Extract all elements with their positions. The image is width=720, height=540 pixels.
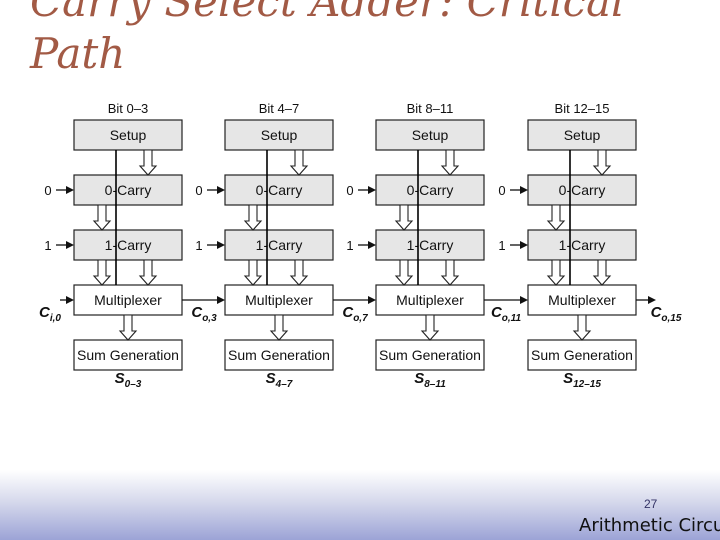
carry1-to-mux-arrow-left <box>546 259 566 286</box>
carry0-to-carry1-arrow <box>546 204 566 231</box>
setup-to-carry0-arrow <box>592 149 612 176</box>
carry0-label: 0-Carry <box>559 182 606 198</box>
carry0-label: 0-Carry <box>407 182 454 198</box>
footer-band <box>0 470 720 540</box>
mux-label: Multiplexer <box>94 292 162 308</box>
carry1-to-mux-arrow-left <box>243 259 263 286</box>
carry1-to-mux-arrow-right <box>289 259 309 286</box>
mux-label: Multiplexer <box>245 292 313 308</box>
bit-range-label: Bit 12–15 <box>555 101 610 116</box>
carry-input-zero-arrow-head <box>217 186 225 194</box>
carry-input-zero: 0 <box>346 183 353 198</box>
carry-signal-label: Co,7 <box>342 304 368 324</box>
carry-input-one-arrow-head <box>217 241 225 249</box>
mux-to-sumgen-arrow <box>118 314 138 341</box>
slide-title-line-1: Carry Select Adder: Critical <box>30 0 625 26</box>
carry-signal-label: Co,11 <box>491 304 522 324</box>
carry1-block <box>224 229 334 261</box>
setup-to-carry0-arrow <box>289 149 309 176</box>
carry-input-one: 1 <box>44 238 51 253</box>
carry0-to-carry1-arrow <box>243 204 263 231</box>
carry1-label: 1-Carry <box>407 237 454 253</box>
carry-input-zero: 0 <box>44 183 51 198</box>
carry-chain-arrow-head <box>520 296 528 304</box>
setup-block <box>73 119 183 151</box>
sum-output-label: S4–7 <box>266 370 293 390</box>
carry0-block <box>375 174 485 206</box>
carry-input-one: 1 <box>195 238 202 253</box>
carry-input-zero-arrow-head <box>66 186 74 194</box>
carry-input-one-arrow-head <box>520 241 528 249</box>
slide-title-line-2: Path <box>30 29 126 78</box>
setup-block <box>375 119 485 151</box>
carry-input-one-arrow-head <box>66 241 74 249</box>
carry1-to-mux-arrow-right <box>138 259 158 286</box>
carry-signal-label: Co,15 <box>651 304 682 324</box>
carry-in-arrow-head <box>66 296 74 304</box>
setup-label: Setup <box>261 127 298 143</box>
carry-chain-arrow-head <box>217 296 225 304</box>
mux-label: Multiplexer <box>396 292 464 308</box>
carry-signal-label: Co,3 <box>191 304 217 324</box>
sumgen-block <box>224 339 334 371</box>
carry1-to-mux-arrow-right <box>592 259 612 286</box>
carry0-to-carry1-arrow <box>394 204 414 231</box>
carry1-label: 1-Carry <box>105 237 152 253</box>
carry0-label: 0-Carry <box>256 182 303 198</box>
setup-label: Setup <box>412 127 449 143</box>
carry1-to-mux-arrow-left <box>394 259 414 286</box>
page-number: 27 <box>644 497 658 511</box>
carry1-block <box>375 229 485 261</box>
carry-input-one-arrow-head <box>368 241 376 249</box>
carry-signal-label: Ci,0 <box>39 304 61 324</box>
carry0-block <box>224 174 334 206</box>
footer-text: Arithmetic Circui <box>579 515 720 536</box>
mux-to-sumgen-arrow <box>572 314 592 341</box>
mux-to-sumgen-arrow <box>420 314 440 341</box>
setup-to-carry0-arrow <box>440 149 460 176</box>
carry-input-zero-arrow-head <box>368 186 376 194</box>
bit-range-label: Bit 4–7 <box>259 101 299 116</box>
setup-block <box>527 119 637 151</box>
sumgen-label: Sum Generation <box>379 347 481 363</box>
sumgen-label: Sum Generation <box>228 347 330 363</box>
carry0-label: 0-Carry <box>105 182 152 198</box>
carry-input-zero: 0 <box>498 183 505 198</box>
setup-label: Setup <box>564 127 601 143</box>
setup-block <box>224 119 334 151</box>
carry-chain-arrow-head <box>368 296 376 304</box>
setup-to-carry0-arrow <box>138 149 158 176</box>
carry1-to-mux-arrow-right <box>440 259 460 286</box>
carry-out-arrow-head <box>648 296 656 304</box>
carry1-label: 1-Carry <box>256 237 303 253</box>
setup-label: Setup <box>110 127 147 143</box>
sum-output-label: S8–11 <box>414 370 446 390</box>
carry-input-zero-arrow-head <box>520 186 528 194</box>
carry1-label: 1-Carry <box>559 237 606 253</box>
sum-output-label: S0–3 <box>115 370 142 390</box>
sumgen-label: Sum Generation <box>531 347 633 363</box>
carry-input-zero: 0 <box>195 183 202 198</box>
mux-label: Multiplexer <box>548 292 616 308</box>
mux-to-sumgen-arrow <box>269 314 289 341</box>
sumgen-label: Sum Generation <box>77 347 179 363</box>
sumgen-block <box>73 339 183 371</box>
bit-range-label: Bit 8–11 <box>407 101 454 116</box>
sum-output-label: S12–15 <box>563 370 601 390</box>
carry0-to-carry1-arrow <box>92 204 112 231</box>
sumgen-block <box>527 339 637 371</box>
carry1-to-mux-arrow-left <box>92 259 112 286</box>
carry1-block <box>73 229 183 261</box>
carry-input-one: 1 <box>498 238 505 253</box>
sumgen-block <box>375 339 485 371</box>
carry-input-one: 1 <box>346 238 353 253</box>
bit-range-label: Bit 0–3 <box>108 101 148 116</box>
